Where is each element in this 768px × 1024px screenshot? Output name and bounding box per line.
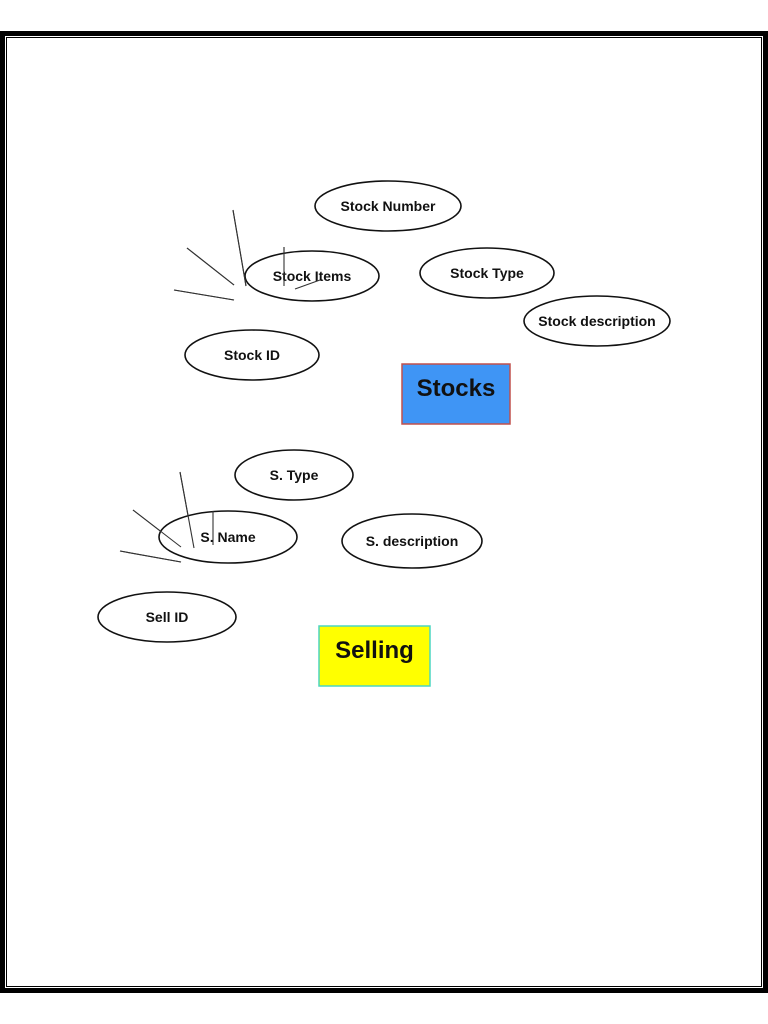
entity-label: Stocks (417, 375, 496, 402)
connector-line-overlay (132, 509, 182, 548)
attribute-ellipse (314, 180, 462, 232)
attribute-label: Stock description (538, 313, 655, 329)
attribute-ellipse (97, 591, 237, 643)
attribute-label: S. Name (200, 529, 255, 545)
attribute-ellipse (158, 510, 298, 564)
attribute-label: Stock ID (224, 347, 280, 363)
attribute-stock-type: Stock Type (419, 247, 555, 299)
connector-line-overlay (186, 247, 235, 286)
attribute-label: Stock Type (450, 265, 524, 281)
attribute-ellipse (244, 250, 380, 302)
attribute-label: Sell ID (146, 609, 189, 625)
attribute-ellipse (234, 449, 354, 501)
page-border-outer (0, 31, 768, 993)
connector-line-overlay (294, 279, 321, 290)
page-border-inner (6, 37, 762, 987)
attribute-stock-items: Stock Items (244, 250, 380, 302)
connector-line-overlay (173, 289, 235, 301)
attribute-sell-id: Sell ID (97, 591, 237, 643)
attribute-label: Stock Number (341, 198, 436, 214)
attribute-ellipse (419, 247, 555, 299)
attribute-s-type: S. Type (234, 449, 354, 501)
attribute-stock-description: Stock description (523, 295, 671, 347)
entity-selling: Selling (318, 625, 431, 687)
entity-label: Selling (335, 637, 414, 664)
connector-line-overlay (232, 209, 247, 287)
attribute-label: S. Type (270, 467, 319, 483)
attribute-stock-number: Stock Number (314, 180, 462, 232)
entity-box (318, 625, 431, 687)
connector-line-overlay (119, 550, 182, 563)
attribute-ellipse (184, 329, 320, 381)
attribute-s-description: S. description (341, 513, 483, 569)
attribute-stock-id: Stock ID (184, 329, 320, 381)
attribute-label: S. description (366, 533, 459, 549)
attribute-ellipse (341, 513, 483, 569)
attribute-s-name: S. Name (158, 510, 298, 564)
attribute-label: Stock Items (273, 268, 352, 284)
connector-line-overlay (179, 471, 195, 549)
attribute-ellipse (523, 295, 671, 347)
entity-stocks: Stocks (401, 363, 511, 425)
entity-box (401, 363, 511, 425)
